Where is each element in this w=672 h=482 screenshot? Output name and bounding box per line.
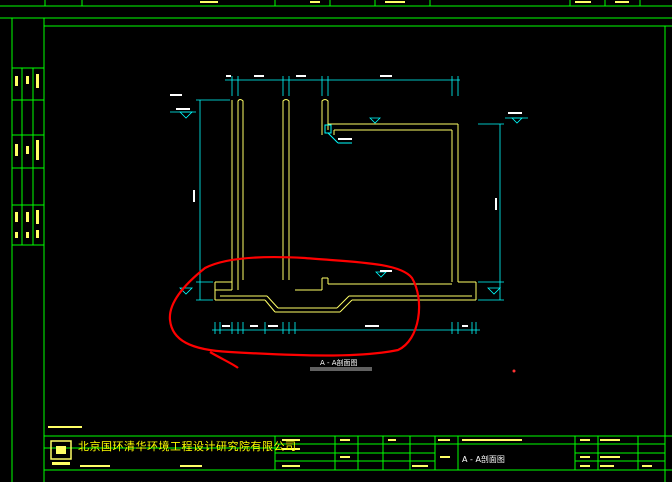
binding-marks bbox=[15, 74, 39, 238]
dimension-lines bbox=[196, 76, 504, 334]
binding-column bbox=[12, 67, 44, 246]
elevation-values bbox=[170, 94, 522, 272]
note-text bbox=[48, 426, 82, 428]
top-strip-marks bbox=[200, 1, 629, 3]
red-dot bbox=[512, 369, 516, 373]
red-markup-circle bbox=[168, 255, 421, 369]
sheet-frame bbox=[0, 17, 672, 482]
drawing-title: A - A剖面图 bbox=[462, 455, 505, 464]
title-block-marks bbox=[80, 439, 652, 467]
elevation-markers bbox=[170, 111, 528, 295]
pipe-outlet bbox=[324, 124, 352, 144]
section-title: A - A剖面图 bbox=[320, 359, 358, 367]
title-block-grid bbox=[44, 436, 665, 470]
company-logo-icon bbox=[50, 440, 72, 465]
company-name: 北京国环清华环境工程设计研究院有限公司 bbox=[78, 440, 297, 453]
section-structure bbox=[214, 99, 477, 313]
dimension-values bbox=[193, 75, 497, 327]
section-title-underline bbox=[310, 367, 372, 371]
top-title-strip bbox=[0, 0, 672, 7]
